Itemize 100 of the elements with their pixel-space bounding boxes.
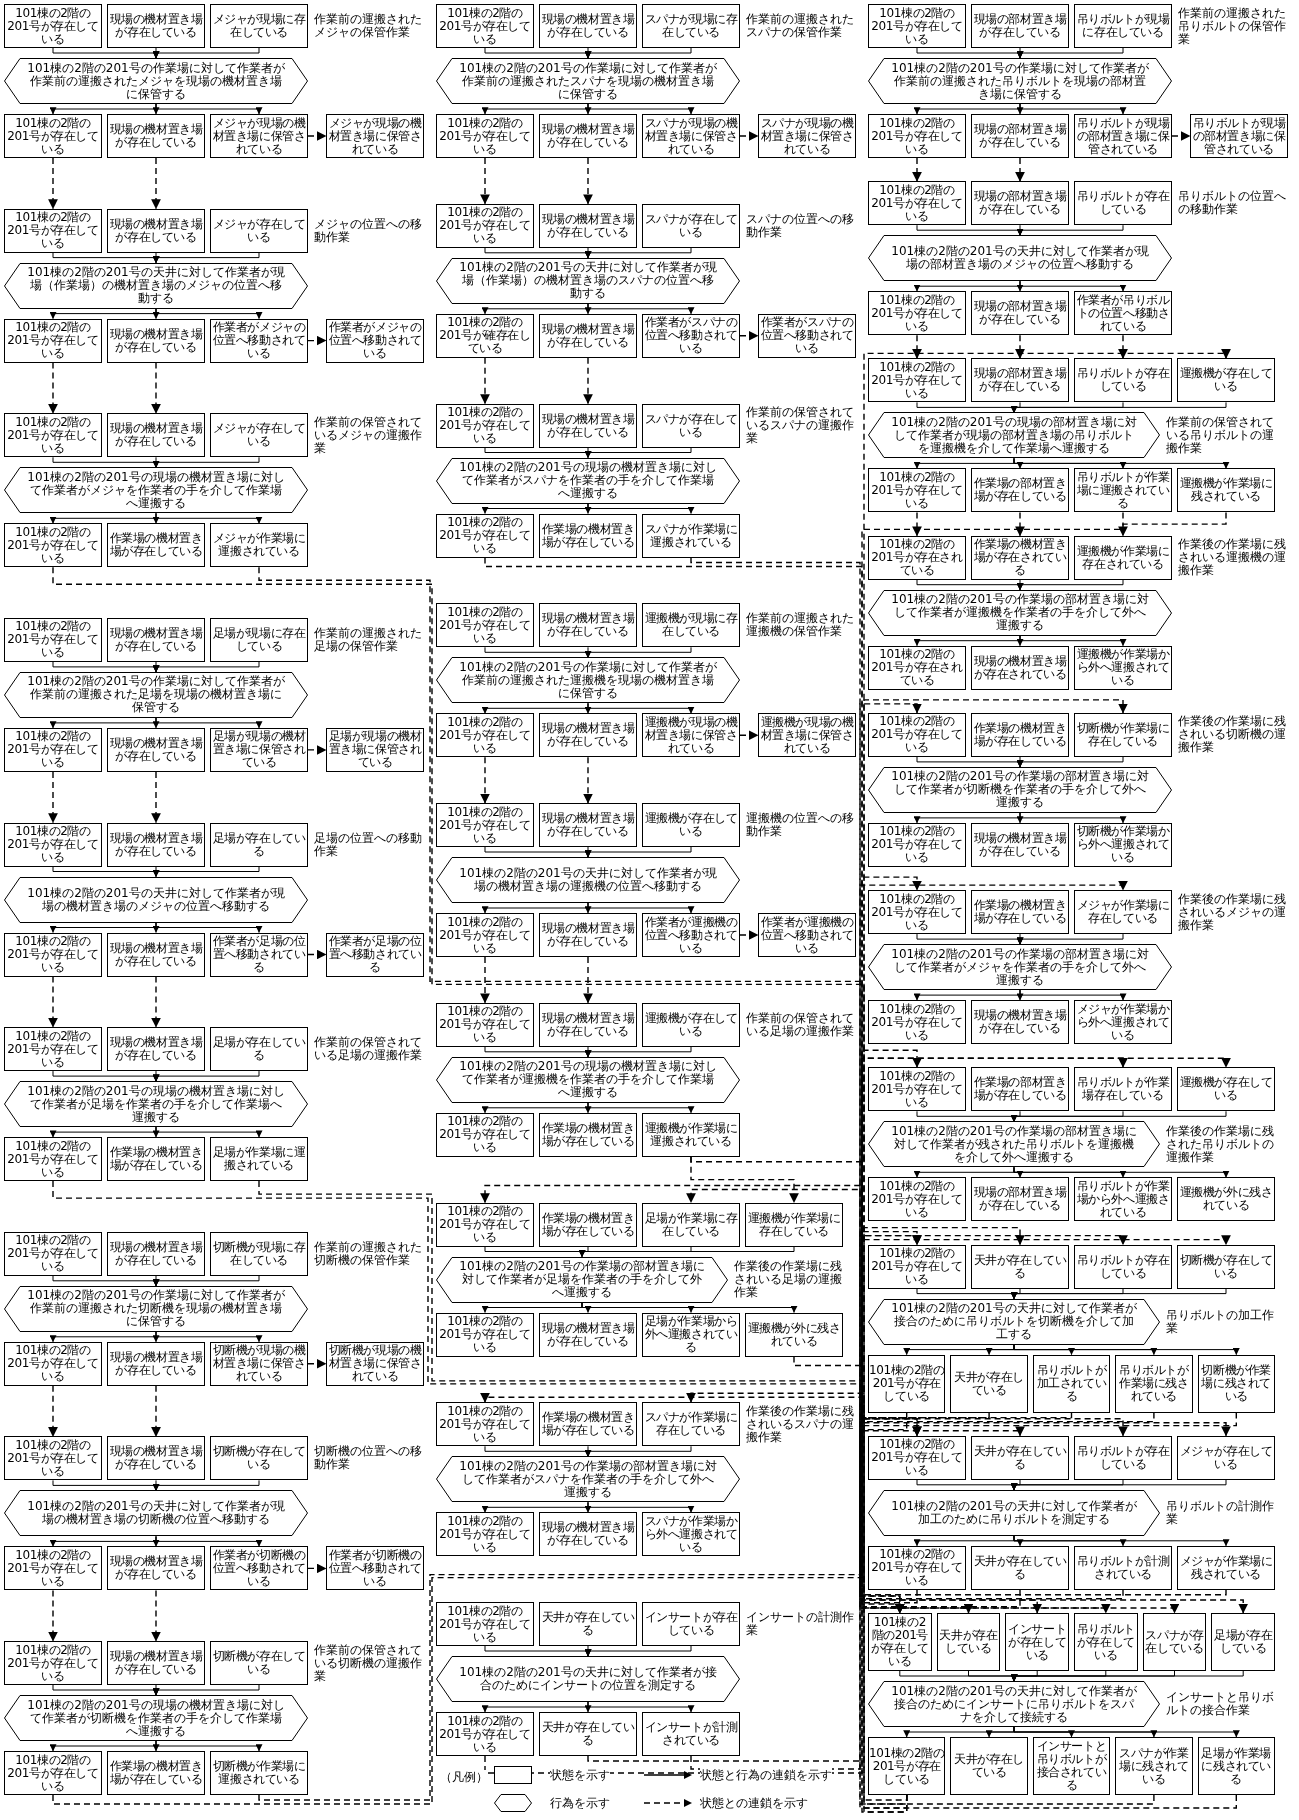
state-box: 101棟の2階の201号が存在している — [4, 4, 102, 48]
action-hexagon: 101棟の2階の201号の作業場の部材置き場に対して作業者が足場を作業者の手を介して外へ運搬する — [436, 1256, 728, 1303]
section-title: 作業後の作業場に残されいる切断機の運搬作業 — [1178, 713, 1287, 757]
arrow — [152, 1275, 260, 1287]
state-box: 作業者が切断機の位置へ移動されている — [326, 1546, 424, 1591]
dashed-arrow — [863, 1226, 1025, 1608]
dashed-arrow — [583, 357, 593, 405]
arrow — [587, 1701, 695, 1713]
arrow — [1010, 401, 1227, 413]
state-box: スパナが存在している — [642, 203, 740, 248]
state-box: 作業者が足場の位置へ移動されている — [326, 932, 424, 977]
state-box: 101棟の2階の201号が存在している — [4, 413, 102, 458]
state-box: 101棟の2階の201号が存在している — [4, 1641, 102, 1685]
dashed-arrow — [1171, 131, 1191, 141]
state-box: 切断機が現場に存在している — [210, 1231, 308, 1276]
state-box: 作業者が切断機の位置へ移動されている — [210, 1546, 308, 1591]
section-title: 切断機の位置への移動作業 — [314, 1443, 423, 1474]
state-box: 現場の機材置き場が存在されている — [971, 645, 1069, 690]
state-box: 作業場の機材置き場が存在している — [539, 1202, 637, 1247]
arrow — [584, 1645, 692, 1657]
section-title: 作業後の作業場に残されいる足場の運搬作業 — [734, 1258, 843, 1301]
state-box: 足場が作業場から外へ運搬されている — [642, 1312, 740, 1357]
action-hexagon: 101棟の2階の201号の天井に対して作業者が現場の機材置き場のメジャの位置へ移動する — [4, 876, 308, 923]
dashed-arrow — [258, 1180, 1249, 1614]
dashed-arrow — [48, 157, 58, 210]
action-hexagon: 101棟の2階の201号の作業場に対して作業者が作業前の運搬された吊りボルトを現場の部材置き場に保管する — [868, 58, 1172, 104]
state-box: 101棟の2階の201号が存在している — [4, 822, 102, 867]
dashed-arrow — [151, 361, 161, 414]
dashed-arrow — [739, 930, 759, 940]
state-box: 101棟の2階の201号が存在している — [436, 1312, 534, 1357]
state-box: 天井が存在している — [971, 1435, 1069, 1480]
state-box: 現場の機材置き場が存在している — [539, 403, 637, 448]
state-box: 吊りボルトが存在している — [1074, 1435, 1172, 1480]
arrow — [155, 717, 263, 729]
state-box: 作業者がメジャの位置へ移動されている — [326, 318, 424, 363]
dashed-arrow — [151, 1385, 161, 1438]
dashed-arrow — [739, 730, 759, 741]
arrow — [152, 1070, 260, 1082]
section-title: 吊りボルトの計測作業 — [1166, 1497, 1275, 1528]
section-title: 作業前の運搬された切断機の保管作業 — [314, 1238, 423, 1269]
state-box: 101棟の2階の201号が存在している — [868, 890, 966, 935]
state-box: 101棟の2階の201号が存在している — [868, 181, 966, 226]
action-hexagon: 101棟の2階の201号の天井に対して作業者が現場の機材置き場の運搬機の位置へ移動する — [436, 857, 740, 903]
state-box: 現場の機材置き場が存在している — [107, 1641, 205, 1685]
dashed-arrow — [48, 771, 58, 824]
dashed-arrow — [151, 1589, 161, 1642]
state-box: 現場の機材置き場が存在している — [107, 1027, 205, 1072]
state-box: 101棟の2階の201号が存在している — [436, 4, 534, 48]
arrow — [1013, 1726, 1240, 1738]
action-hexagon: 101棟の2階の201号の現場の機材置き場に対して作業者が運搬機を作業者の手を介して作業場へ運搬する — [436, 1056, 740, 1103]
section-title: スパナの位置への移動作業 — [746, 210, 855, 241]
state-box: 101棟の2階の201号が存在している — [4, 727, 102, 772]
section-title: 作業前の保管されているメジャの運搬作業 — [314, 413, 423, 457]
state-box: 現場の機材置き場が存在している — [539, 203, 637, 248]
state-box: 吊りボルトが計測されている — [1074, 1545, 1172, 1590]
state-box: スパナが作業場に存在している — [642, 1402, 740, 1447]
arrow — [155, 308, 263, 320]
state-box: 101棟の2階の201号が存在している — [868, 1613, 932, 1671]
state-box: 現場の部材置き場が存在している — [971, 291, 1069, 336]
arrow — [1016, 47, 1124, 59]
state-box: 運搬機が現場の機材置き場に保管されている — [642, 713, 740, 758]
arrow — [1013, 457, 1230, 469]
arrow — [1019, 989, 1127, 1001]
state-box: 101棟の2階の201号が存在している — [868, 1000, 966, 1045]
arrow — [1010, 1110, 1227, 1122]
section-title: 作業前の運搬されたスパナの保管作業 — [746, 11, 855, 41]
state-box: 運搬機が外に残されている — [1177, 1177, 1275, 1222]
section-title: 作業前の運搬された運搬機の保管作業 — [746, 610, 855, 641]
dashed-arrow — [307, 745, 327, 755]
section-title: メジャの位置への移動作業 — [314, 215, 423, 246]
state-box: 現場の機材置き場が存在している — [107, 822, 205, 867]
dashed-arrow — [861, 1057, 1155, 1423]
state-box: 天井が存在している — [971, 1545, 1069, 1590]
state-box: 101棟の2階の201号が存在している — [436, 114, 534, 158]
state-box: 吊りボルトが作業場存在している — [1074, 1067, 1172, 1112]
arrow — [584, 1046, 692, 1058]
dashed-arrow — [151, 157, 161, 210]
dashed-arrow — [863, 699, 1237, 1427]
state-box: 101棟の2階の201号が存在している — [4, 114, 102, 158]
state-box: 101棟の2階の201号が存在している — [436, 513, 534, 558]
arrow — [1013, 1166, 1230, 1178]
action-hexagon: 101棟の2階の201号の天井に対して作業者が加工のために吊りボルトを測定する — [868, 1489, 1160, 1536]
state-box: 作業者が吊りボルトの位置へ移動されている — [1074, 291, 1172, 336]
state-box: メジャが作業場に残されている — [1177, 1545, 1275, 1590]
action-hexagon: 101棟の2階の201号の天井に対して作業者が接合のためにインサートに吊りボルトをスパナを介して接続する — [868, 1681, 1160, 1727]
action-hexagon: 101棟の2階の201号の作業場の部材置き場に対して作業者が運搬機を作業者の手を介して外へ運搬する — [868, 589, 1172, 636]
state-box: メジャが作業場に運搬されている — [210, 523, 308, 568]
dashed-arrow — [480, 157, 490, 205]
state-box: 吊りボルトが現場の部材置き場に保管されている — [1074, 114, 1172, 158]
state-box: 現場の機材置き場が存在している — [107, 4, 205, 48]
arrow — [1019, 635, 1127, 647]
state-box: 101棟の2階の201号が存在している — [868, 1244, 966, 1289]
section-title: 吊りボルトの加工作業 — [1166, 1306, 1275, 1337]
state-box: 作業場の機材置き場が存在されている — [971, 535, 1069, 580]
arrow — [1016, 224, 1124, 236]
state-box: 101棟の2階の201号が存在している — [436, 603, 534, 648]
dashed-arrow — [739, 131, 759, 141]
state-box: 101棟の2階の201号が存在している — [436, 1512, 534, 1557]
state-box: 現場の部材置き場が存在している — [971, 1177, 1069, 1222]
state-box: インサートが存在している — [642, 1602, 740, 1646]
